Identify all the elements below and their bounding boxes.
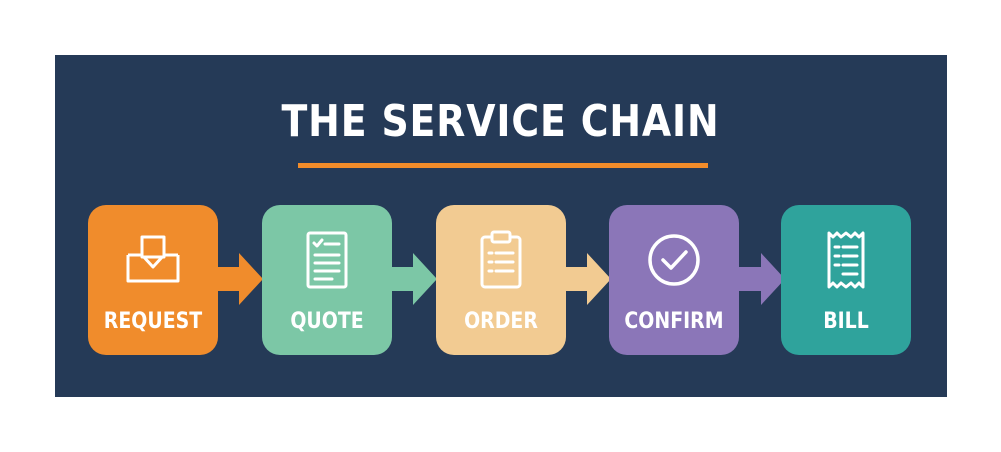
diagram-title: THE SERVICE CHAIN [281, 96, 720, 147]
step-request: REQUEST [88, 205, 218, 355]
step-label: BILL [823, 309, 869, 334]
arrow-order-to-confirm [563, 253, 611, 305]
step-order: ORDER [436, 205, 566, 355]
title-underline [298, 163, 708, 168]
clipboard-icon [480, 230, 522, 289]
arrow-request-to-quote [215, 253, 263, 305]
step-quote: QUOTE [262, 205, 392, 355]
document-checklist-icon [306, 231, 348, 289]
step-confirm: CONFIRM [609, 205, 739, 355]
check-circle-icon [648, 234, 700, 286]
step-label: REQUEST [103, 309, 203, 334]
step-label: QUOTE [290, 309, 364, 334]
arrow-confirm-to-bill [737, 253, 785, 305]
arrow-quote-to-order [389, 253, 437, 305]
step-label: ORDER [464, 309, 538, 334]
inbox-tray-icon [126, 235, 180, 283]
receipt-icon [827, 231, 865, 289]
step-bill: BILL [781, 205, 911, 355]
step-label: CONFIRM [624, 309, 724, 334]
